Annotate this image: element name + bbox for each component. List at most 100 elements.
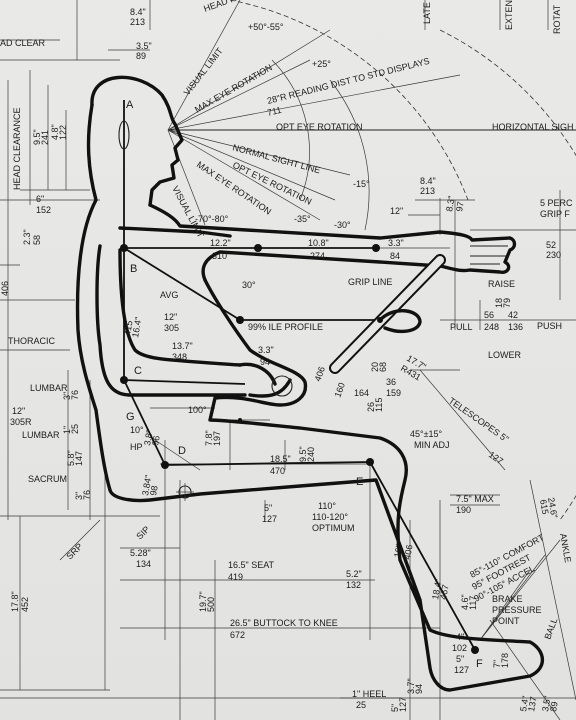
dim-3-8-hp: 3.8" <box>142 429 155 446</box>
dim-12-lumbar: 12" <box>12 406 25 416</box>
dim-3-5-bot: 3.5" <box>540 695 553 712</box>
label-five-perc: 5 PERC <box>540 198 573 208</box>
angle-100: 100° <box>188 405 207 415</box>
label-visual-limit-top: VISUAL LIMIT <box>182 46 225 98</box>
dim-305-arm: 305 <box>164 323 179 333</box>
dim-36: 36 <box>386 377 396 387</box>
dim-310: 310 <box>212 251 227 261</box>
dim-178: 178 <box>500 653 510 668</box>
label-lumbar-2: LUMBAR <box>22 430 60 440</box>
dim-3-sac: 3" <box>74 492 84 500</box>
dim-5-4: 5.4" <box>518 695 531 712</box>
label-sacrum: SACRUM <box>28 474 67 484</box>
dim-2-3: 2.3" <box>22 229 32 245</box>
label-point-e: E <box>356 476 363 488</box>
dim-10-8: 10.8" <box>308 238 329 248</box>
dim-147: 147 <box>74 451 84 466</box>
dim-127-hp: 127 <box>262 514 277 524</box>
dim-5-8: 5.8" <box>66 450 76 466</box>
dim-274: 274 <box>310 251 325 261</box>
label-avg: AVG <box>160 290 178 300</box>
dim-16-4: 16.4" <box>130 316 143 338</box>
dim-19-7: 19.7" <box>198 591 208 612</box>
dim-76-a: 76 <box>70 390 80 400</box>
dim-94-heel: 94 <box>414 684 424 694</box>
dim-6: 6" <box>36 194 44 204</box>
dim-127-foot: 127 <box>454 665 469 675</box>
dim-406-left: 406 <box>0 281 10 296</box>
dim-102: 102 <box>452 643 467 653</box>
label-seat-16-5: 16.5" SEAT <box>228 560 275 570</box>
dim-96: 96 <box>150 435 162 447</box>
dim-213-top: 213 <box>130 17 145 27</box>
label-min-adj: MIN ADJ <box>414 440 450 450</box>
dim-160: 160 <box>332 381 347 399</box>
label-point-f: F <box>476 658 483 670</box>
label-srp: SRP <box>64 541 84 561</box>
label-optimum: OPTIMUM <box>312 523 355 533</box>
angle-30-arm: 30° <box>242 280 256 290</box>
dim-115: 115 <box>374 398 384 412</box>
dim-58: 58 <box>32 235 42 245</box>
dim-98: 98 <box>148 485 160 497</box>
dim-117: 117 <box>468 596 478 610</box>
dim-230: 230 <box>546 250 561 260</box>
elbow-circle <box>271 375 293 397</box>
dim-415: 415 <box>122 320 134 337</box>
angle-70-80: -70°-80° <box>195 214 229 224</box>
angle-50-55: +50°-55° <box>248 22 284 32</box>
label-grip-line: GRIP LINE <box>348 277 392 287</box>
human-figure <box>75 75 545 692</box>
dim-4: 4" <box>456 632 464 642</box>
label-point-a: A <box>126 99 134 111</box>
dim-25-heel: 25 <box>356 700 366 710</box>
label-telescopes: TELESCOPES 5" <box>447 395 511 444</box>
dim-452: 452 <box>20 597 30 612</box>
dim-419: 419 <box>228 572 243 582</box>
label-point-d: D <box>178 445 186 457</box>
dim-9-5-knee: 9.5" <box>298 446 308 462</box>
dim-5-hp: 5" <box>264 503 272 513</box>
dim-8-4-mid: 8.4" <box>420 176 436 186</box>
dim-97: 97 <box>454 201 466 213</box>
label-ball: BALL <box>542 617 559 641</box>
dim-7-8: 7.8" <box>204 430 214 446</box>
label-push: PUSH <box>537 321 562 331</box>
dim-672: 672 <box>230 630 245 640</box>
dim-136: 136 <box>508 322 523 332</box>
dim-24-6: 24.6" <box>546 497 559 519</box>
angle-35: -35° <box>294 214 311 224</box>
dim-3-84: 3.84" <box>140 474 153 496</box>
label-head-clear: AD CLEAR <box>0 38 46 48</box>
dim-4-6: 4.6" <box>460 594 470 610</box>
dim-190: 190 <box>456 505 471 515</box>
label-99-profile: 99% ILE PROFILE <box>248 322 323 332</box>
label-point-g: G <box>126 411 135 423</box>
label-head-clearance: HEAD CLEARANCE <box>12 107 22 190</box>
head-outline <box>90 75 184 207</box>
dim-89-bot: 89 <box>548 701 560 713</box>
dim-9-5: 9.5" <box>32 129 42 145</box>
label-brake: BRAKE <box>492 594 523 604</box>
dim-68: 68 <box>378 362 388 372</box>
dim-16-shin: 16" <box>392 544 404 559</box>
dim-132: 132 <box>346 580 361 590</box>
dim-406-col: 406 <box>312 365 327 383</box>
dim-89: 89 <box>136 51 146 61</box>
angle-110: 110° <box>318 501 336 511</box>
linkage-skeleton <box>118 100 479 654</box>
label-raise: RAISE <box>488 279 515 289</box>
dim-3-5: 3.5" <box>136 41 152 51</box>
dim-241: 241 <box>40 130 50 145</box>
label-hp: HP <box>130 442 143 452</box>
dim-3-3-elbow: 3.3" <box>258 345 274 355</box>
dim-52: 52 <box>546 240 556 250</box>
dim-470: 470 <box>270 466 285 476</box>
label-reading-711: 711 <box>266 105 282 118</box>
dim-12-arm: 12" <box>164 312 177 322</box>
dim-137: 137 <box>526 696 538 713</box>
dim-18: 18 <box>494 298 504 308</box>
